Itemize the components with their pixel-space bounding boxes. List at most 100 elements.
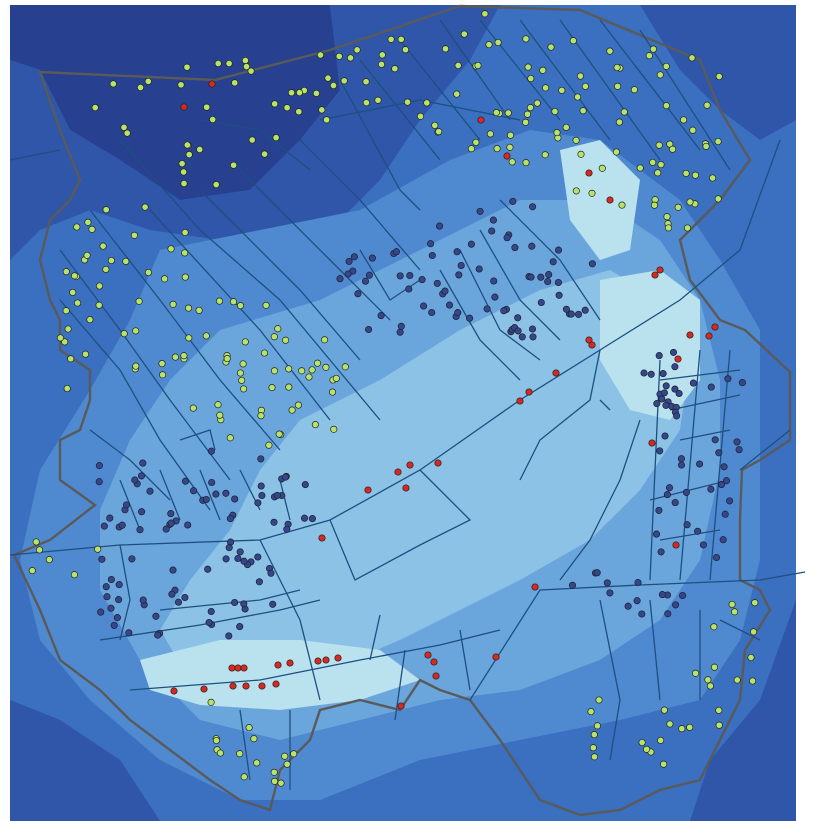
sample-point-navy bbox=[110, 621, 118, 629]
sample-point-green bbox=[274, 325, 282, 333]
sample-point-navy bbox=[453, 248, 461, 256]
sample-point-green bbox=[527, 74, 535, 83]
sample-point-navy bbox=[118, 521, 126, 529]
sample-point-navy bbox=[98, 555, 106, 563]
sample-point-green bbox=[239, 360, 247, 368]
sample-point-green bbox=[62, 268, 70, 276]
sample-point-navy bbox=[168, 590, 176, 598]
sample-point-navy bbox=[656, 447, 664, 455]
sample-point-green bbox=[453, 90, 461, 98]
sample-point-green bbox=[84, 218, 92, 226]
sample-point-green bbox=[180, 179, 188, 188]
sample-point-navy bbox=[169, 566, 177, 574]
sample-point-navy bbox=[138, 508, 146, 516]
sample-point-red bbox=[588, 341, 596, 349]
sample-point-green bbox=[64, 325, 72, 333]
sample-point-green bbox=[657, 736, 665, 744]
sample-point-navy bbox=[662, 382, 670, 390]
sample-point-red bbox=[229, 682, 237, 690]
sample-point-navy bbox=[483, 305, 491, 313]
sample-point-navy bbox=[491, 293, 499, 301]
sample-point-green bbox=[574, 93, 582, 101]
sample-point-green bbox=[250, 735, 258, 743]
study-area-boundary bbox=[12, 4, 792, 817]
road-segment bbox=[649, 479, 731, 501]
sample-point-green bbox=[749, 677, 757, 685]
road-segment bbox=[9, 139, 781, 556]
sample-point-green bbox=[733, 676, 741, 684]
sample-point-navy bbox=[490, 277, 498, 285]
sample-point-green bbox=[81, 350, 90, 358]
sample-point-green bbox=[506, 143, 514, 151]
sample-point-navy bbox=[368, 254, 376, 262]
sample-point-green bbox=[660, 760, 668, 768]
sample-point-navy bbox=[679, 591, 687, 600]
sample-point-red bbox=[314, 657, 322, 665]
sample-point-navy bbox=[707, 383, 715, 391]
sample-point-navy bbox=[655, 352, 663, 360]
road-segment bbox=[89, 429, 171, 501]
sample-point-green bbox=[144, 268, 152, 277]
sample-point-navy bbox=[190, 487, 198, 495]
sample-point-navy bbox=[673, 412, 681, 420]
sample-point-red bbox=[648, 439, 656, 447]
sample-point-red bbox=[503, 152, 511, 160]
sample-point-green bbox=[225, 59, 233, 68]
sample-point-navy bbox=[240, 557, 248, 565]
sample-point-green bbox=[751, 599, 759, 607]
sample-point-green bbox=[377, 60, 386, 68]
sample-point-green bbox=[313, 359, 322, 367]
sample-point-green bbox=[423, 99, 431, 107]
road-segment bbox=[369, 614, 381, 661]
sample-point-green bbox=[265, 441, 273, 449]
sample-point-navy bbox=[529, 203, 537, 211]
sample-point-green bbox=[387, 35, 395, 43]
sample-point-navy bbox=[665, 484, 674, 492]
sample-point-green bbox=[702, 142, 710, 150]
sample-point-red bbox=[240, 664, 248, 672]
road-segment bbox=[479, 229, 561, 341]
sample-point-red bbox=[434, 459, 442, 467]
road-segment bbox=[119, 544, 131, 641]
sample-point-green bbox=[253, 759, 261, 767]
sample-point-green bbox=[159, 371, 167, 379]
sample-point-navy bbox=[657, 548, 665, 556]
sample-point-navy bbox=[102, 583, 110, 591]
sample-point-navy bbox=[544, 277, 552, 286]
sample-point-green bbox=[287, 89, 296, 97]
sample-point-green bbox=[275, 430, 283, 438]
sample-point-green bbox=[588, 189, 596, 197]
sample-point-green bbox=[340, 77, 348, 85]
sample-point-green bbox=[183, 63, 191, 71]
sample-point-green bbox=[493, 145, 501, 153]
sample-point-navy bbox=[694, 527, 702, 535]
sample-point-navy bbox=[588, 260, 596, 268]
sample-point-green bbox=[403, 98, 412, 106]
road-segment bbox=[439, 269, 521, 381]
sample-point-green bbox=[268, 384, 276, 392]
sample-point-green bbox=[123, 129, 131, 137]
surface-layer bbox=[10, 5, 796, 821]
sample-point-navy bbox=[115, 596, 123, 604]
sample-point-green bbox=[209, 115, 217, 124]
sample-point-navy bbox=[574, 310, 583, 318]
road-segment bbox=[519, 349, 601, 481]
sample-point-green bbox=[70, 571, 78, 579]
sample-point-red bbox=[170, 687, 178, 695]
sample-point-green bbox=[689, 126, 697, 134]
sample-point-green bbox=[657, 161, 665, 169]
sample-point-navy bbox=[236, 548, 244, 556]
sample-point-navy bbox=[663, 491, 671, 499]
sample-point-red bbox=[686, 331, 694, 339]
sample-point-navy bbox=[682, 488, 690, 496]
sample-point-green bbox=[171, 353, 179, 361]
sample-point-green bbox=[212, 736, 220, 745]
sample-point-navy bbox=[511, 244, 519, 252]
sample-point-navy bbox=[361, 277, 370, 285]
sample-point-navy bbox=[441, 287, 449, 295]
sample-point-green bbox=[99, 242, 107, 250]
sample-point-red bbox=[477, 116, 485, 124]
sample-point-navy bbox=[724, 375, 732, 383]
sample-point-navy bbox=[445, 301, 454, 309]
sample-point-red bbox=[258, 682, 266, 690]
